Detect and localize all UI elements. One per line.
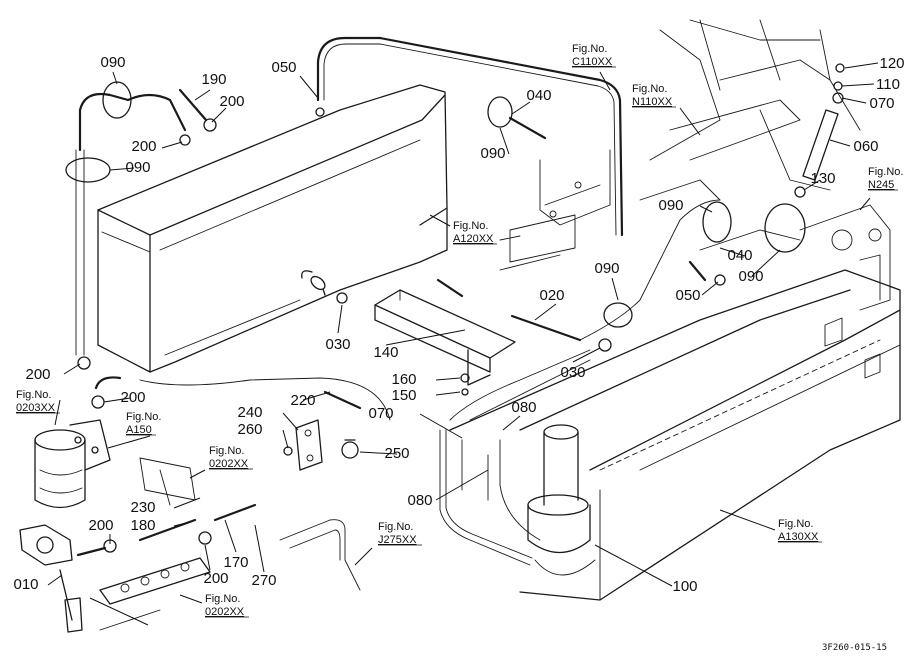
figref-0202XX: Fig.No.0202XX <box>209 445 253 470</box>
part-label-200: 200 <box>88 517 113 534</box>
figref-ref: A150 <box>126 424 152 436</box>
hoses <box>76 88 707 557</box>
part-label-080: 080 <box>511 399 536 416</box>
figref-ref: 0202XX <box>209 458 249 470</box>
lower-fuel-tank <box>449 254 901 601</box>
figref-no: Fig.No. <box>205 593 240 605</box>
overhead-fuel-pipe <box>316 36 624 237</box>
figref-A150: Fig.No.A150 <box>126 411 161 436</box>
figref-0203XX: Fig.No.0203XX <box>16 389 60 414</box>
part-label-240: 240 <box>237 404 262 421</box>
part-label-040: 040 <box>526 87 551 104</box>
part-label-230: 230 <box>130 499 155 516</box>
part-label-060: 060 <box>853 138 878 155</box>
part-label-040: 040 <box>727 247 752 264</box>
figref-ref: 0202XX <box>205 606 245 618</box>
part-label-220: 220 <box>290 392 315 409</box>
figref-ref: N110XX <box>632 96 673 108</box>
part-label-070: 070 <box>368 405 393 422</box>
part-label-200: 200 <box>219 93 244 110</box>
part-label-090: 090 <box>594 260 619 277</box>
injection-lines <box>99 557 211 631</box>
mounting-bracket <box>499 149 611 271</box>
figref-no: Fig.No. <box>453 220 488 232</box>
figref-N245: Fig.No.N245 <box>868 166 903 191</box>
figref-no: Fig.No. <box>16 389 51 401</box>
part-label-070: 070 <box>869 95 894 112</box>
part-label-100: 100 <box>672 578 697 595</box>
bracket-240 <box>283 419 323 471</box>
fuel-filter-assembly <box>34 419 111 509</box>
figref-ref: A130XX <box>778 531 819 543</box>
part-label-030: 030 <box>560 364 585 381</box>
figref-ref: A120XX <box>453 233 494 245</box>
figref-ref: 0203XX <box>16 402 56 414</box>
part-label-120: 120 <box>879 55 904 72</box>
part-label-260: 260 <box>237 421 262 438</box>
part-label-180: 180 <box>130 517 155 534</box>
left-fuel-lines <box>75 92 391 421</box>
part-label-080: 080 <box>407 492 432 509</box>
hose-clamps <box>65 63 845 553</box>
part-label-150: 150 <box>391 387 416 404</box>
part-label-200: 200 <box>120 389 145 406</box>
upper-fuel-tank <box>97 84 448 373</box>
part-label-050: 050 <box>271 59 296 76</box>
figref-no: Fig.No. <box>572 43 607 55</box>
leader-lines <box>47 62 879 626</box>
part-label-130: 130 <box>810 170 835 187</box>
part-label-200: 200 <box>203 570 228 587</box>
part-label-250: 250 <box>384 445 409 462</box>
part-label-190: 190 <box>201 71 226 88</box>
fuel-pump-010 <box>19 524 83 633</box>
part-label-200: 200 <box>131 138 156 155</box>
damper-060 <box>802 109 839 181</box>
figref-A130XX: Fig.No.A130XX <box>778 518 822 543</box>
part-label-050: 050 <box>675 287 700 304</box>
part-label-090: 090 <box>100 54 125 71</box>
figref-A120XX: Fig.No.A120XX <box>453 220 497 245</box>
bracket-0202 <box>139 457 196 506</box>
part-label-020: 020 <box>539 287 564 304</box>
figref-no: Fig.No. <box>126 411 161 423</box>
filler-neck <box>527 424 596 576</box>
figref-ref: N245 <box>868 179 894 191</box>
part-label-090: 090 <box>658 197 683 214</box>
chassis-frame <box>639 19 891 311</box>
return-lines <box>439 199 721 566</box>
part-label-140: 140 <box>373 344 398 361</box>
drawing-code: 3F260-015-15 <box>822 643 887 653</box>
figref-C110XX: Fig.No.C110XX <box>572 43 616 68</box>
sub-frame-140 <box>374 289 516 386</box>
part-label-110: 110 <box>876 76 900 93</box>
part-label-030: 030 <box>325 336 350 353</box>
figref-no: Fig.No. <box>778 518 813 530</box>
panel-j275 <box>279 519 361 591</box>
part-label-010: 010 <box>13 576 38 593</box>
figref-no: Fig.No. <box>632 83 667 95</box>
figref-no: Fig.No. <box>209 445 244 457</box>
part-label-170: 170 <box>223 554 248 571</box>
figref-ref: J275XX <box>378 534 417 546</box>
figref-no: Fig.No. <box>378 521 413 533</box>
figref-no: Fig.No. <box>868 166 903 178</box>
figref-N110XX: Fig.No.N110XX <box>632 83 676 108</box>
part-label-200: 200 <box>25 366 50 383</box>
figure-references: Fig.No.C110XXFig.No.N110XXFig.No.N245Fig… <box>16 43 903 618</box>
part-label-160: 160 <box>391 371 416 388</box>
part-label-090: 090 <box>480 145 505 162</box>
figref-J275XX: Fig.No.J275XX <box>378 521 422 546</box>
part-label-270: 270 <box>251 572 276 589</box>
figref-0202XX: Fig.No.0202XX <box>205 593 249 618</box>
figref-ref: C110XX <box>572 56 613 68</box>
part-label-090: 090 <box>738 268 763 285</box>
part-label-090: 090 <box>125 159 150 176</box>
part-number-labels: 090 190 050 200 200 090 040 090 120 110 070 060 130 0… <box>13 54 904 595</box>
